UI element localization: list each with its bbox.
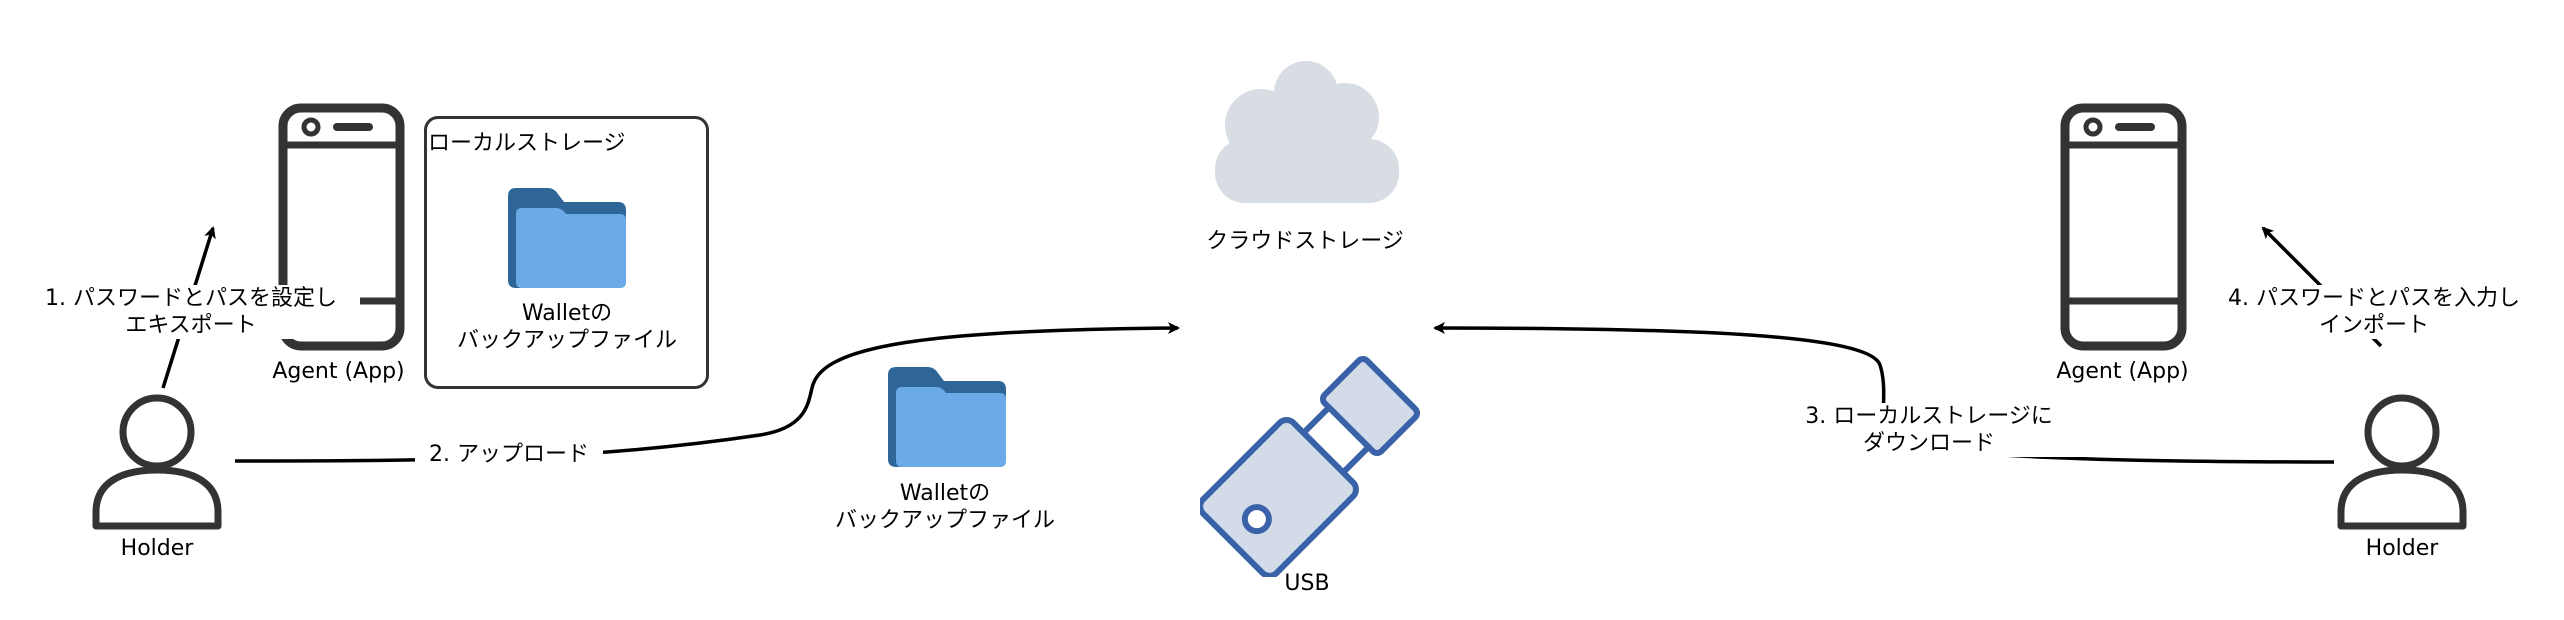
left-holder-label: Holder <box>120 536 194 561</box>
local-file-label: Walletの バックアップファイル <box>456 301 677 353</box>
cloud-icon <box>1215 61 1399 203</box>
transfer-folder-icon <box>888 367 1006 467</box>
step3-label: 3. ローカルストレージに ダウンロード <box>1775 403 2083 457</box>
left-person-icon <box>92 394 222 530</box>
right-smartphone-icon <box>2060 103 2187 351</box>
right-agent-label: Agent (App) <box>2056 359 2189 384</box>
step1-label: 1. パスワードとパスを設定し エキスポート <box>22 285 360 339</box>
right-holder-label: Holder <box>2365 536 2439 561</box>
step4-label: 4. パスワードとパスを入力し インポート <box>2205 285 2543 339</box>
cloud-label: クラウドストレージ <box>1206 229 1404 254</box>
local-folder-icon <box>508 188 626 288</box>
transfer-file-label: Walletの バックアップファイル <box>834 481 1055 533</box>
local-storage-box <box>424 116 709 389</box>
left-agent-label: Agent (App) <box>272 359 405 384</box>
usb-label: USB <box>1284 571 1330 596</box>
usb-drive-icon <box>1200 356 1420 577</box>
local-storage-title: ローカルストレージ <box>428 131 626 156</box>
step2-label: 2. アップロード <box>415 441 603 468</box>
right-person-icon <box>2337 394 2467 530</box>
